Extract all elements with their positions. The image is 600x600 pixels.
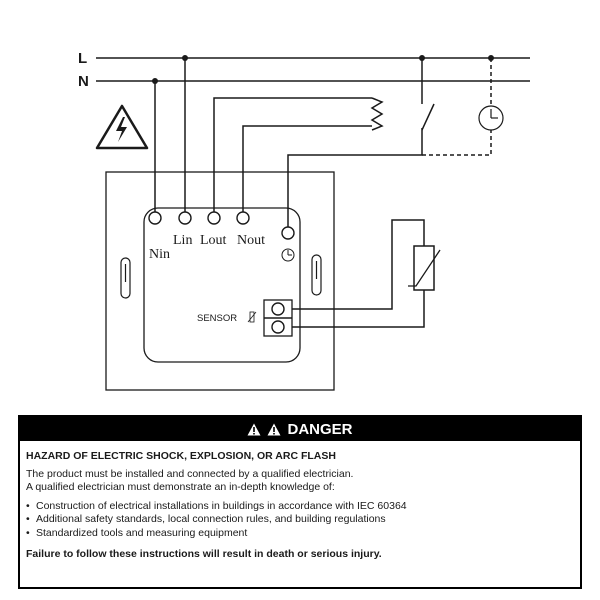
sensor-wire-2 — [292, 290, 425, 328]
list-item: Additional safety standards, local conne… — [26, 513, 574, 527]
terminal-nin — [148, 211, 162, 225]
danger-header: DANGER — [20, 417, 580, 441]
terminal-label-nin: Nin — [149, 247, 170, 262]
sensor-label: SENSOR — [197, 313, 237, 324]
requirements-list: Construction of electrical installations… — [26, 500, 574, 541]
terminal-nout — [236, 211, 250, 225]
list-item: Construction of electrical installations… — [26, 500, 574, 514]
terminal-lout — [207, 211, 221, 225]
high-voltage-warning-icon — [95, 104, 149, 150]
line-label: L — [78, 50, 87, 67]
thermistor-sensor-icon — [408, 245, 441, 291]
clock-icon — [478, 105, 504, 131]
terminal-clock — [281, 226, 295, 240]
sensor-small-icon — [247, 311, 257, 323]
clock-terminal-wire — [287, 128, 423, 212]
clock-dashed-wire — [422, 130, 492, 156]
neutral-label: N — [78, 73, 89, 90]
wiring-diagram: L N — [78, 50, 530, 391]
terminal-label-nout: Nout — [237, 233, 265, 248]
device-body — [143, 207, 301, 363]
nout-wire — [242, 125, 372, 212]
clock-icon — [281, 248, 295, 262]
warning-triangle-icon — [247, 423, 261, 435]
sensor-terminal-1 — [271, 302, 285, 316]
mounting-slot-right — [311, 254, 322, 296]
list-item: Standardized tools and measuring equipme… — [26, 527, 574, 541]
wall-plate — [105, 171, 335, 391]
terminal-label-lout: Lout — [200, 233, 227, 248]
heater-resistor-icon — [370, 97, 384, 131]
sensor-terminal-2 — [271, 320, 285, 334]
sensor-wire-1 — [292, 219, 425, 310]
switch-icon — [421, 58, 435, 131]
terminal-label-lin: Lin — [173, 233, 192, 248]
intro-line-1: The product must be installed and connec… — [26, 467, 354, 480]
intro-line-2: A qualified electrician must demonstrate… — [26, 481, 335, 493]
warning-triangle-icon — [267, 423, 281, 435]
danger-title: DANGER — [287, 420, 353, 438]
mounting-slot-left — [120, 257, 131, 299]
hazard-heading: HAZARD OF ELECTRIC SHOCK, EXPLOSION, OR … — [26, 450, 336, 462]
danger-body: HAZARD OF ELECTRIC SHOCK, EXPLOSION, OR … — [20, 441, 580, 562]
terminal-lin — [178, 211, 192, 225]
danger-notice: DANGER HAZARD OF ELECTRIC SHOCK, EXPLOSI… — [18, 415, 582, 589]
failure-warning: Failure to follow these instructions wil… — [26, 548, 382, 560]
lout-wire — [213, 97, 372, 212]
